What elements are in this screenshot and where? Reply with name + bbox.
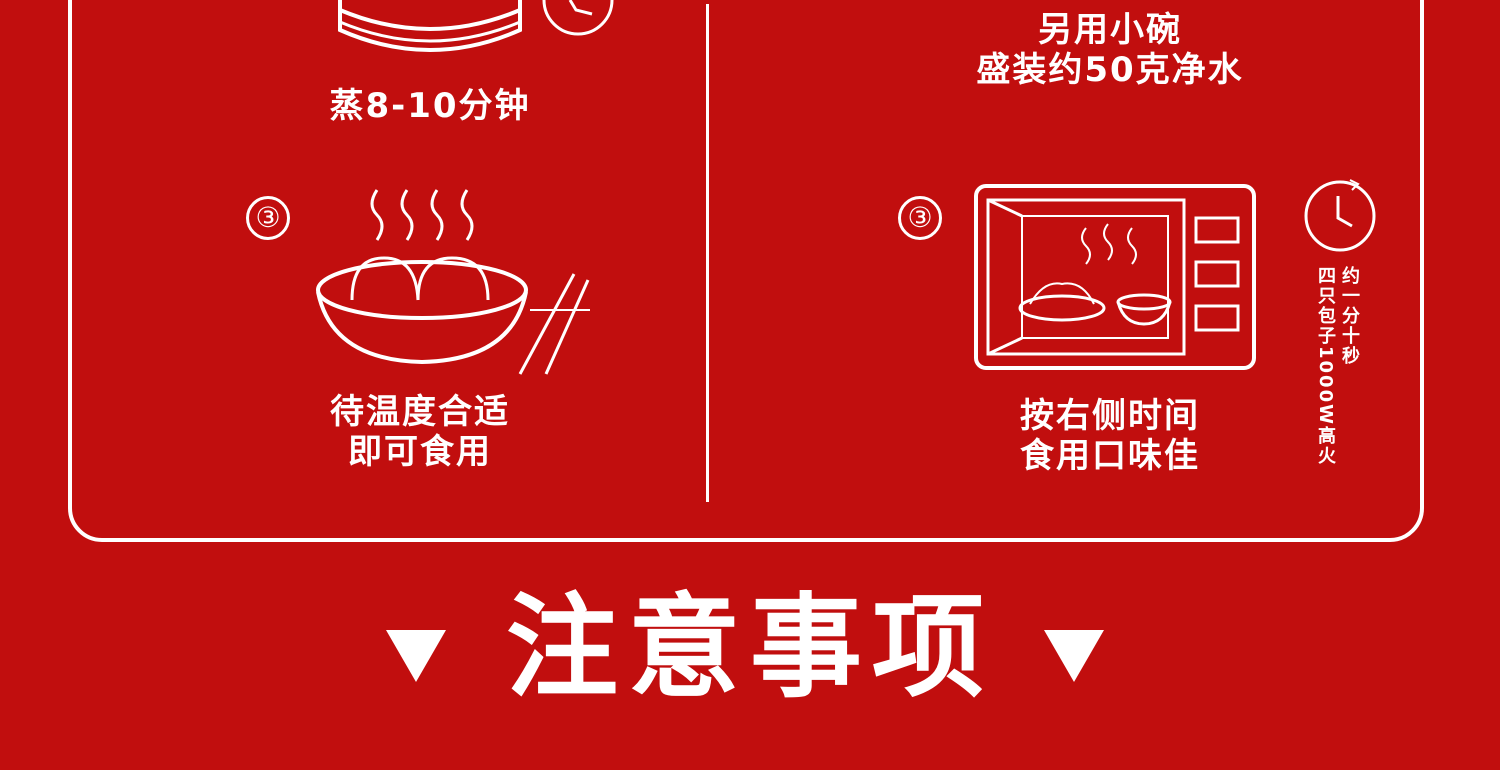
clock-icon	[1304, 179, 1376, 252]
down-triangle-icon	[386, 630, 446, 682]
left-step3-caption-line2: 即可食用	[348, 432, 492, 472]
instructions-panel	[68, 0, 1424, 542]
steam-icon	[370, 189, 474, 241]
right-step2-caption-line1: 另用小碗	[1038, 10, 1182, 50]
timer-note-line2: 四只包子1000W高火	[1315, 266, 1336, 466]
chopsticks-icon	[518, 273, 590, 375]
steamer-icon	[338, 0, 522, 52]
right-step3-number: ③	[898, 196, 942, 240]
column-divider	[706, 4, 709, 502]
right-step3-caption-line1: 按右侧时间	[1020, 396, 1200, 436]
microwave-icon	[974, 184, 1256, 370]
left-step2-caption: 蒸8-10分钟	[329, 86, 531, 126]
left-step3-caption-line1: 待温度合适	[330, 392, 510, 432]
section-title: 注意事项	[506, 582, 994, 713]
timer-note-line1: 约一分十秒	[1339, 266, 1360, 366]
bowl-buns-icon	[316, 256, 528, 365]
right-step3-caption-line2: 食用口味佳	[1020, 436, 1200, 476]
clock-icon	[542, 0, 614, 36]
right-step2-caption-line2: 盛装约50克净水	[976, 50, 1244, 90]
down-triangle-icon	[1044, 630, 1104, 682]
left-step3-number: ③	[246, 196, 290, 240]
